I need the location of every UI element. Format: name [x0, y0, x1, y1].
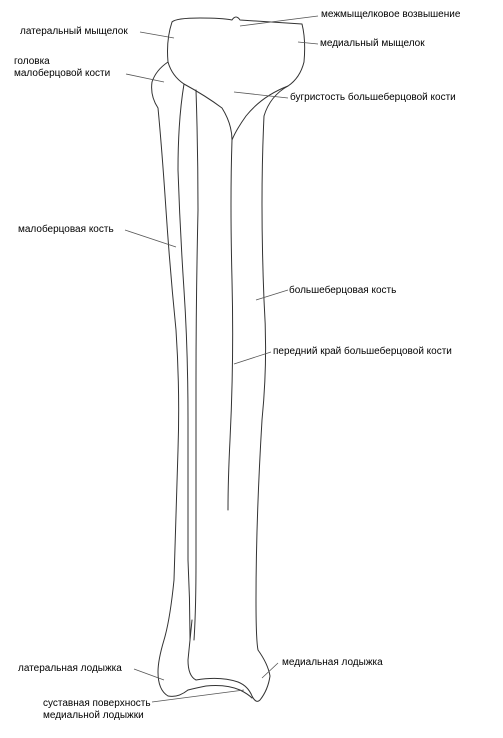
label-lateral-malleolus: латеральная лодыжка [18, 663, 122, 675]
label-articular-surface: суставная поверхность медиальной лодыжки [43, 698, 151, 722]
label-anterior-border: передний край большеберцовой кости [273, 346, 452, 358]
label-medial-malleolus: медиальная лодыжка [282, 657, 383, 669]
fibula-medial-edge [178, 84, 190, 640]
label-intercondylar-eminence: межмыщелковое возвышение [321, 9, 460, 21]
tibia-outline [172, 17, 305, 701]
label-lateral-condyle: латеральный мыщелок [20, 26, 128, 38]
leader-medial-condyle [298, 42, 318, 44]
label-fibula-head: головка малоберцовой кости [14, 56, 110, 80]
leader-articular-surface [152, 690, 244, 702]
tibia-condyle-front [168, 22, 289, 140]
label-medial-condyle: медиальный мыщелок [320, 38, 425, 50]
label-fibula: малоберцовая кость [18, 224, 114, 236]
anterior-border-line [228, 140, 233, 510]
leader-fibula-head [126, 74, 164, 82]
label-tibia: большеберцовая кость [289, 285, 396, 297]
label-tibial-tuberosity: бугристость большеберцовой кости [290, 92, 456, 104]
fibula-outline [152, 62, 188, 696]
leader-tuberosity [234, 92, 288, 98]
tibia-inner-edge [194, 90, 198, 640]
leader-lateral-malleolus [134, 669, 164, 680]
leader-tibia [256, 290, 288, 300]
